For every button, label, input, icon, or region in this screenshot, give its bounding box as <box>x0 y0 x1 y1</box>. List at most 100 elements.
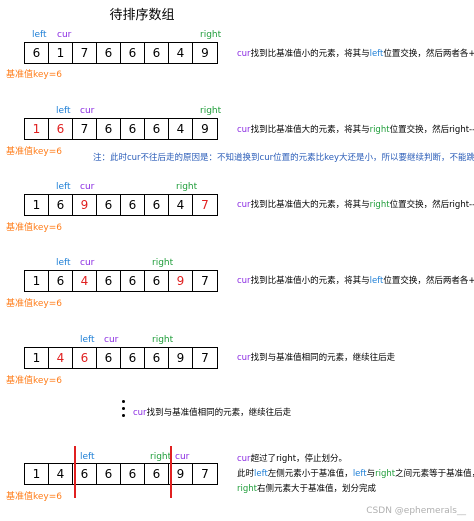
key-label: 基准值key=6 <box>6 147 63 157</box>
cur-pointer-label: cur <box>104 335 119 345</box>
final-line-3: right右侧元素大于基准值，划分完成 <box>237 483 474 495</box>
array-cell: 6 <box>121 464 145 484</box>
right-pointer-label: right <box>176 182 198 192</box>
array-cell: 6 <box>97 271 121 291</box>
array-cell: 9 <box>73 195 97 215</box>
key-label: 基准值key=6 <box>6 492 63 502</box>
array-cell: 1 <box>25 348 49 368</box>
description-segment: cur <box>237 49 251 59</box>
array-cell: 7 <box>201 467 209 481</box>
array-cell: 7 <box>201 351 209 365</box>
final-text: 与 <box>366 469 376 479</box>
array-cell: 6 <box>97 348 121 368</box>
description-segment: 找到比基准值小的元素，将其与 <box>250 276 370 286</box>
array-cell: 6 <box>97 119 121 139</box>
cur-pointer-label: cur <box>80 106 95 116</box>
right-pointer-label: right <box>150 452 172 462</box>
array-cell: 7 <box>73 119 97 139</box>
key-label: 基准值key=6 <box>6 70 63 80</box>
description-segment: 位置交换，然后两者各++ <box>383 49 474 59</box>
description-segment: cur <box>237 125 251 135</box>
key-label: 基准值key=6 <box>6 299 63 309</box>
array-cell: 6 <box>145 195 169 215</box>
middle-description: cur找到与基准值相同的元素，继续往后走 <box>133 408 292 418</box>
array-cell: 6 <box>49 119 73 139</box>
watermark: CSDN @ephemerals__ <box>366 506 466 516</box>
left-pointer-label: left <box>56 258 71 268</box>
step-description-1: cur找到比基准值小的元素，将其与left位置交换，然后两者各++ <box>237 48 474 60</box>
array-cell: 4 <box>49 348 73 368</box>
cur-pointer-label: cur <box>80 258 95 268</box>
description-segment: 位置交换，然后right-- <box>389 125 474 135</box>
description-segment: cur <box>237 276 251 286</box>
description-segment: right <box>369 125 390 135</box>
left-pointer-label: left <box>80 452 95 462</box>
key-label: 基准值key=6 <box>6 223 63 233</box>
final-line-1-text: 超过了right，停止划分。 <box>250 454 348 464</box>
array-cell: 6 <box>49 271 73 291</box>
description-segment: 找到比基准值小的元素，将其与 <box>250 49 370 59</box>
step-description-5: cur找到与基准值相同的元素，继续往后走 <box>237 352 395 364</box>
final-left-word: left <box>352 469 367 479</box>
left-pointer-label: left <box>32 30 47 40</box>
left-boundary-line <box>74 446 76 498</box>
description-segment: cur <box>237 200 251 210</box>
cur-pointer-label: cur <box>57 30 72 40</box>
array-cell: 6 <box>97 195 121 215</box>
array-cell: 6 <box>73 348 97 368</box>
description-segment: right <box>369 200 390 210</box>
key-label: 基准值key=6 <box>6 376 63 386</box>
array-cell: 9 <box>169 271 193 291</box>
final-line-2: 此时left左侧元素小于基准值，left与right之间元素等于基准值， <box>237 468 474 480</box>
array-cell: 6 <box>145 119 169 139</box>
right-pointer-label: right <box>200 106 222 116</box>
description-segment: 位置交换，然后两者各++ <box>383 276 474 286</box>
step-description-2: cur找到比基准值大的元素，将其与right位置交换，然后right-- <box>237 124 474 136</box>
right-pointer-label: right <box>152 335 174 345</box>
array-cell: 4 <box>169 195 193 215</box>
array-cell: 6 <box>145 43 169 63</box>
array-cell: 9 <box>169 464 193 484</box>
array-cell: 7 <box>73 43 97 63</box>
array-cell: 4 <box>169 43 193 63</box>
final-left-word: left <box>254 469 268 479</box>
final-text: 之间元素等于基准值， <box>395 469 474 479</box>
description-segment: 找到比基准值大的元素，将其与 <box>250 125 370 135</box>
description-segment: 找到比基准值大的元素，将其与 <box>250 200 370 210</box>
left-pointer-label: left <box>56 106 71 116</box>
array-cell: 4 <box>49 464 73 484</box>
array-cell: 4 <box>169 119 193 139</box>
description-segment: left <box>369 276 384 286</box>
array-cell: 1 <box>25 271 49 291</box>
array-cell: 1 <box>25 119 49 139</box>
page-title: 待排序数组 <box>109 8 175 23</box>
array-cell: 9 <box>201 122 209 136</box>
right-pointer-label: right <box>200 30 222 40</box>
array-cell: 6 <box>73 464 97 484</box>
array-cell: 9 <box>169 348 193 368</box>
array-cell: 6 <box>145 348 169 368</box>
description-segment: 位置交换，然后right-- <box>389 200 474 210</box>
array-cell: 7 <box>201 198 209 212</box>
description-segment: left <box>369 49 384 59</box>
array-cell: 6 <box>121 119 145 139</box>
final-text: 左侧元素小于基准值， <box>267 469 353 479</box>
middle-description-text: 找到与基准值相同的元素，继续往后走 <box>146 408 292 418</box>
array-cell: 4 <box>73 271 97 291</box>
left-pointer-label: left <box>80 335 95 345</box>
array-cell: 7 <box>201 274 209 288</box>
ellipsis-dots <box>122 400 126 421</box>
array-cell: 1 <box>49 43 73 63</box>
cur-pointer-label: cur <box>175 452 190 462</box>
note-text: 注：此时cur不往后走的原因是：不知道换到cur位置的元素比key大还是小，所以… <box>93 153 474 163</box>
